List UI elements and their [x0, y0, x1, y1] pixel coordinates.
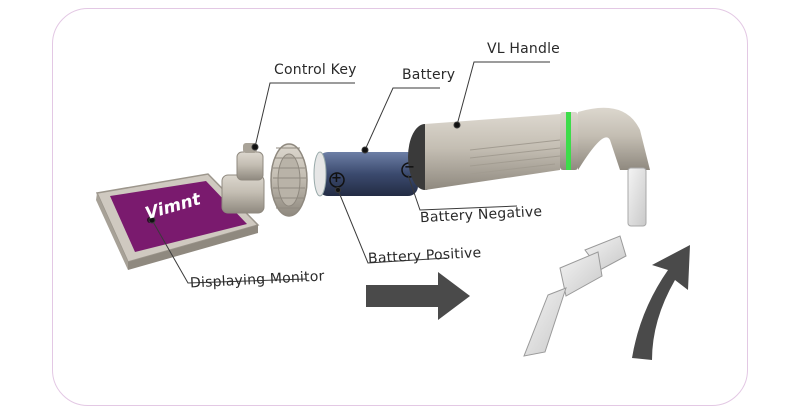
label-vl-handle: VL Handle — [487, 41, 560, 57]
label-control-key: Control Key — [274, 62, 357, 78]
displaying-monitor — [95, 173, 260, 270]
leader-lines — [148, 61, 550, 284]
label-battery: Battery — [402, 67, 456, 83]
handle-green-ring — [566, 112, 571, 170]
vl-handle — [408, 107, 650, 227]
battery-negative-symbol: − — [404, 160, 415, 175]
battery — [313, 151, 418, 197]
assembly-arrow-right — [366, 272, 470, 320]
monitor-screen — [110, 181, 247, 252]
assembly-arrow-curved — [632, 245, 690, 360]
control-key-assembly — [221, 143, 308, 217]
battery-positive-mark — [329, 172, 345, 188]
disposable-blade — [523, 235, 627, 357]
battery-positive-symbol: + — [331, 171, 342, 186]
